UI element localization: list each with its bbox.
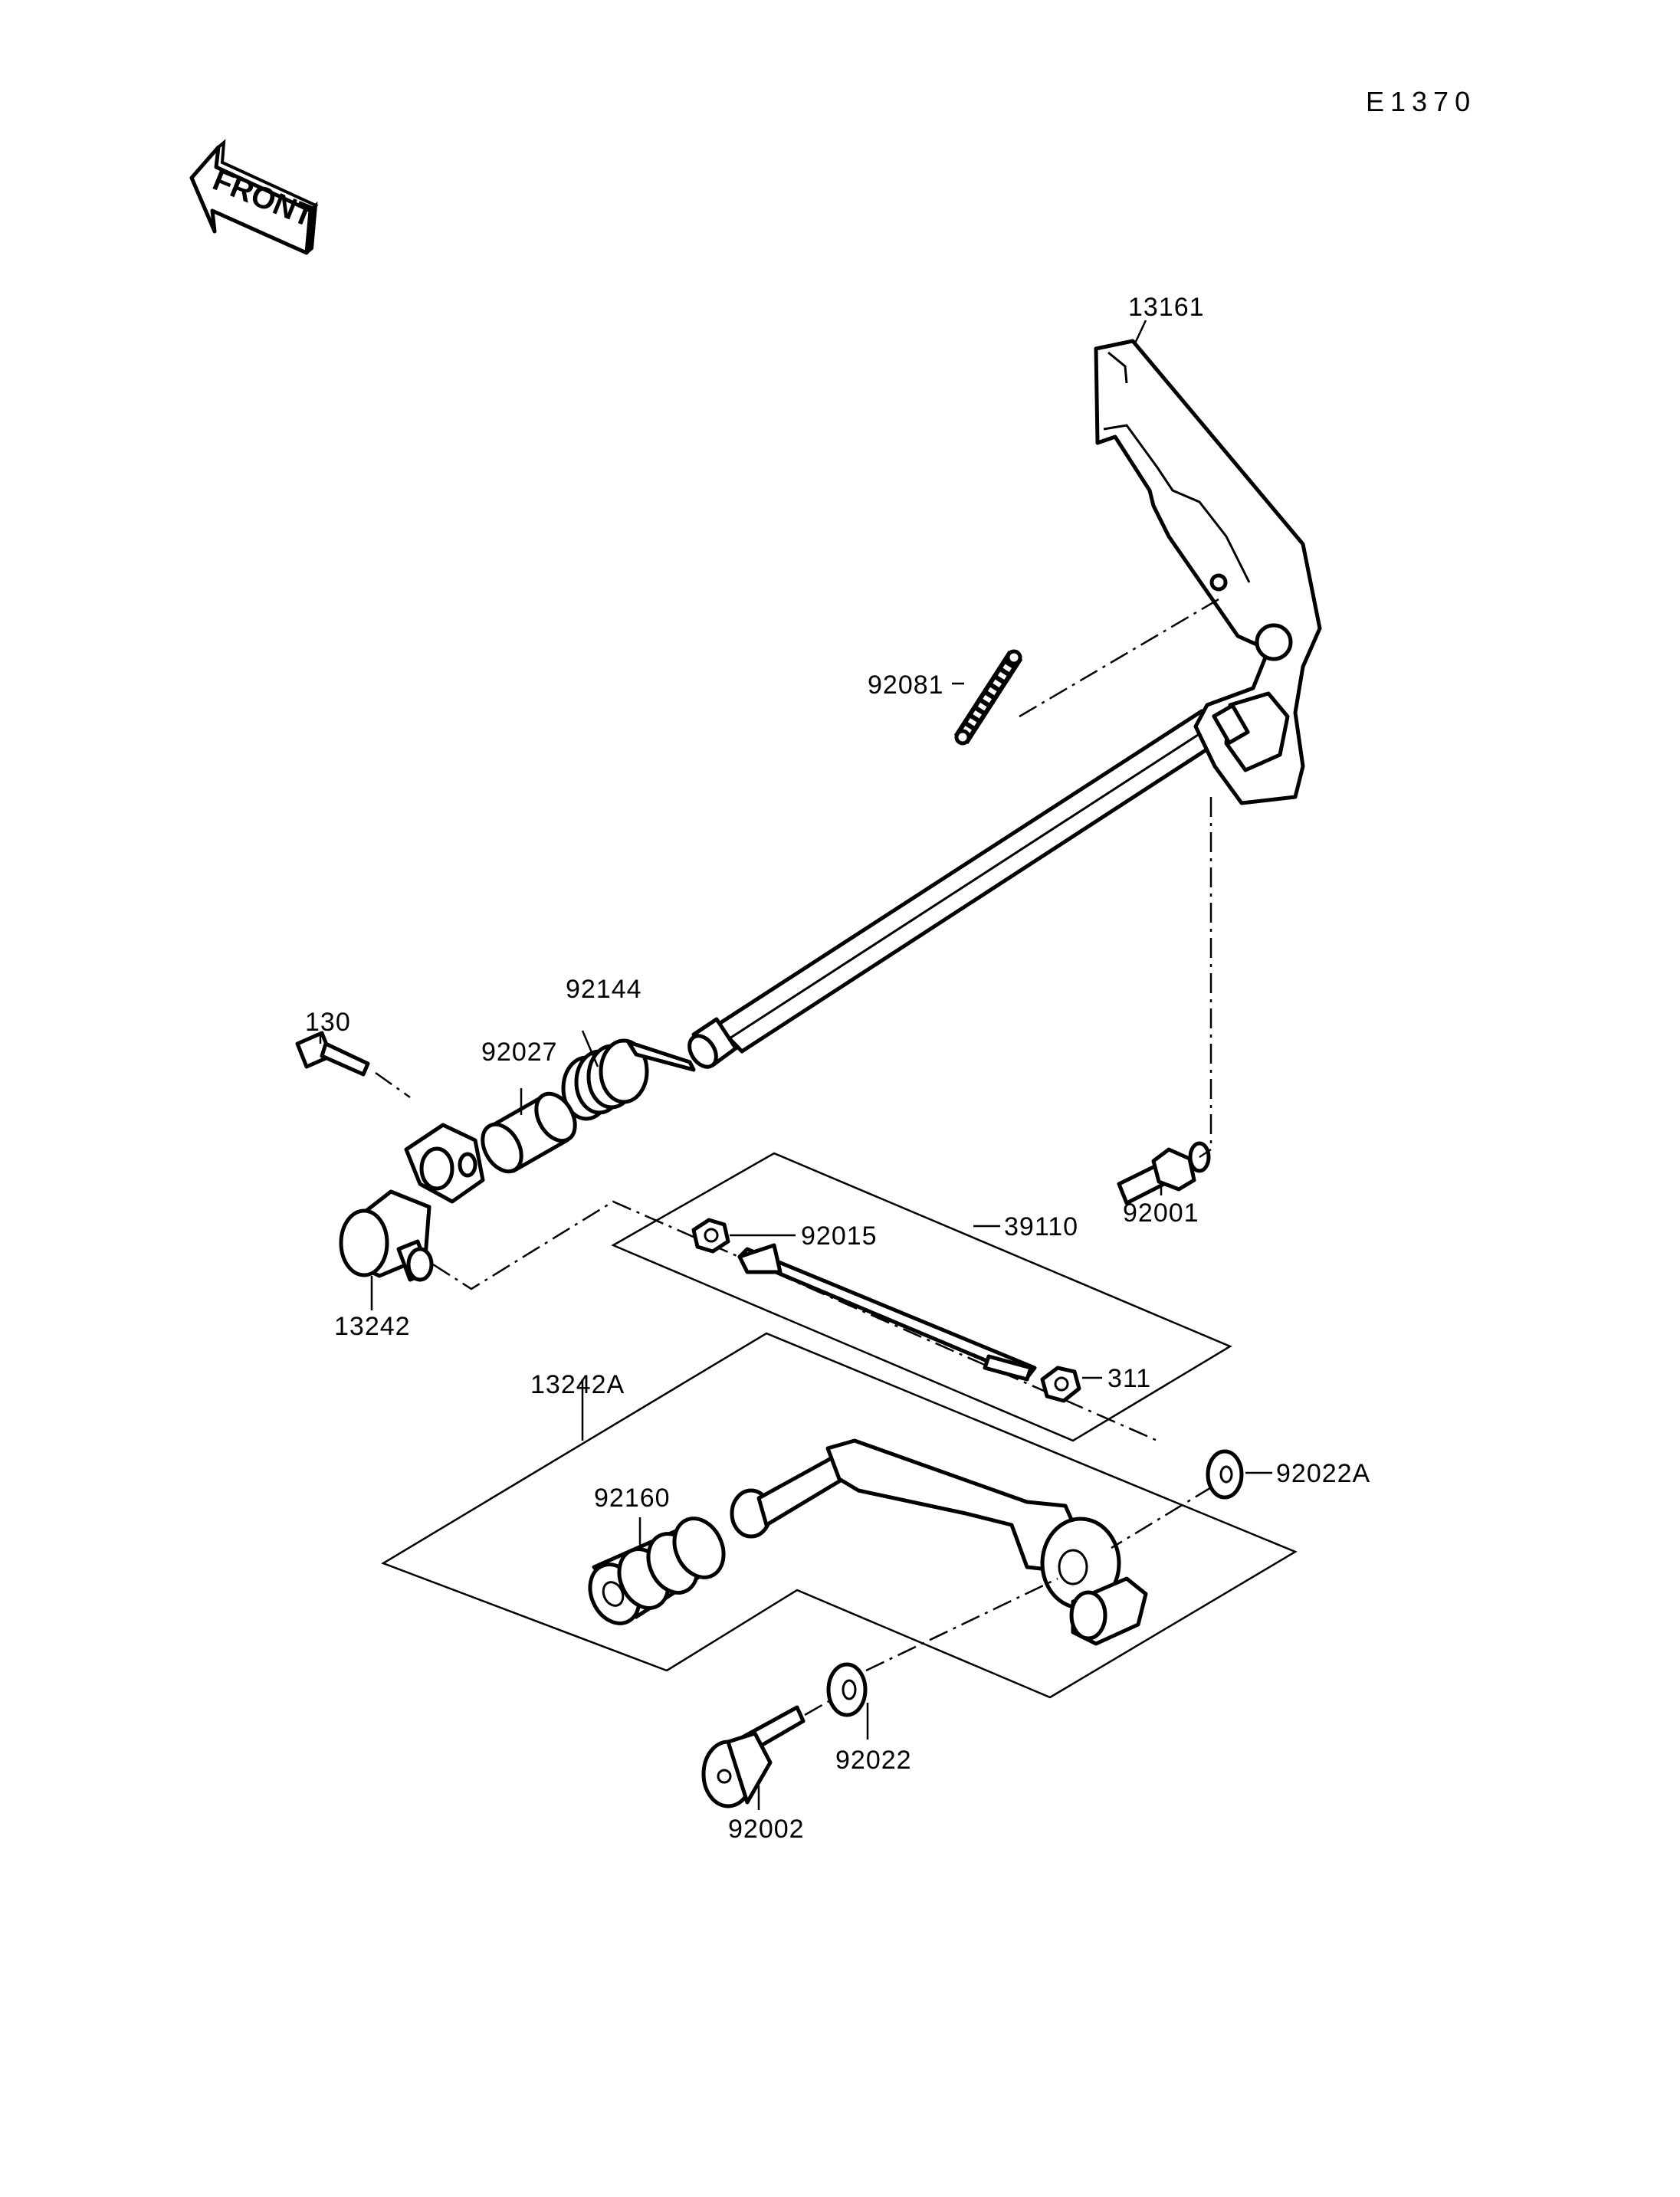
nut-311	[1040, 1366, 1081, 1403]
label-13161: 13161	[1128, 293, 1205, 322]
label-92144: 92144	[566, 975, 642, 1004]
label-13242A: 13242A	[530, 1370, 625, 1399]
shift-shaft-13161	[687, 339, 1322, 1069]
rubber-92160	[588, 1517, 726, 1625]
label-311: 311	[1107, 1364, 1151, 1393]
label-92022: 92022	[835, 1746, 912, 1775]
label-92027: 92027	[481, 1038, 558, 1067]
nut-92015	[691, 1218, 730, 1254]
label-13242: 13242	[334, 1312, 411, 1341]
collar-92027	[481, 1091, 577, 1174]
label-92015: 92015	[801, 1221, 878, 1251]
bolt-92002	[701, 1705, 806, 1808]
shift-lever-13242	[339, 1123, 485, 1282]
label-92002: 92002	[728, 1815, 805, 1844]
bolt-130	[295, 1031, 370, 1077]
label-92022A: 92022A	[1276, 1459, 1370, 1488]
tie-rod	[737, 1243, 1037, 1382]
washer-92022	[826, 1662, 868, 1717]
label-92001: 92001	[1123, 1199, 1199, 1228]
front-arrow-icon: FRONT	[189, 139, 319, 255]
label-92081: 92081	[868, 671, 944, 700]
spring-92144	[561, 1038, 696, 1121]
washer-92022A	[1206, 1449, 1244, 1500]
spring-92081	[953, 649, 1023, 746]
label-39110: 39110	[1004, 1212, 1078, 1241]
pedal-lever	[730, 1438, 1148, 1646]
label-92160: 92160	[594, 1484, 671, 1513]
diagram-code: E1370	[1366, 86, 1476, 117]
bolt-92001	[1117, 1141, 1211, 1205]
label-130: 130	[305, 1008, 351, 1037]
